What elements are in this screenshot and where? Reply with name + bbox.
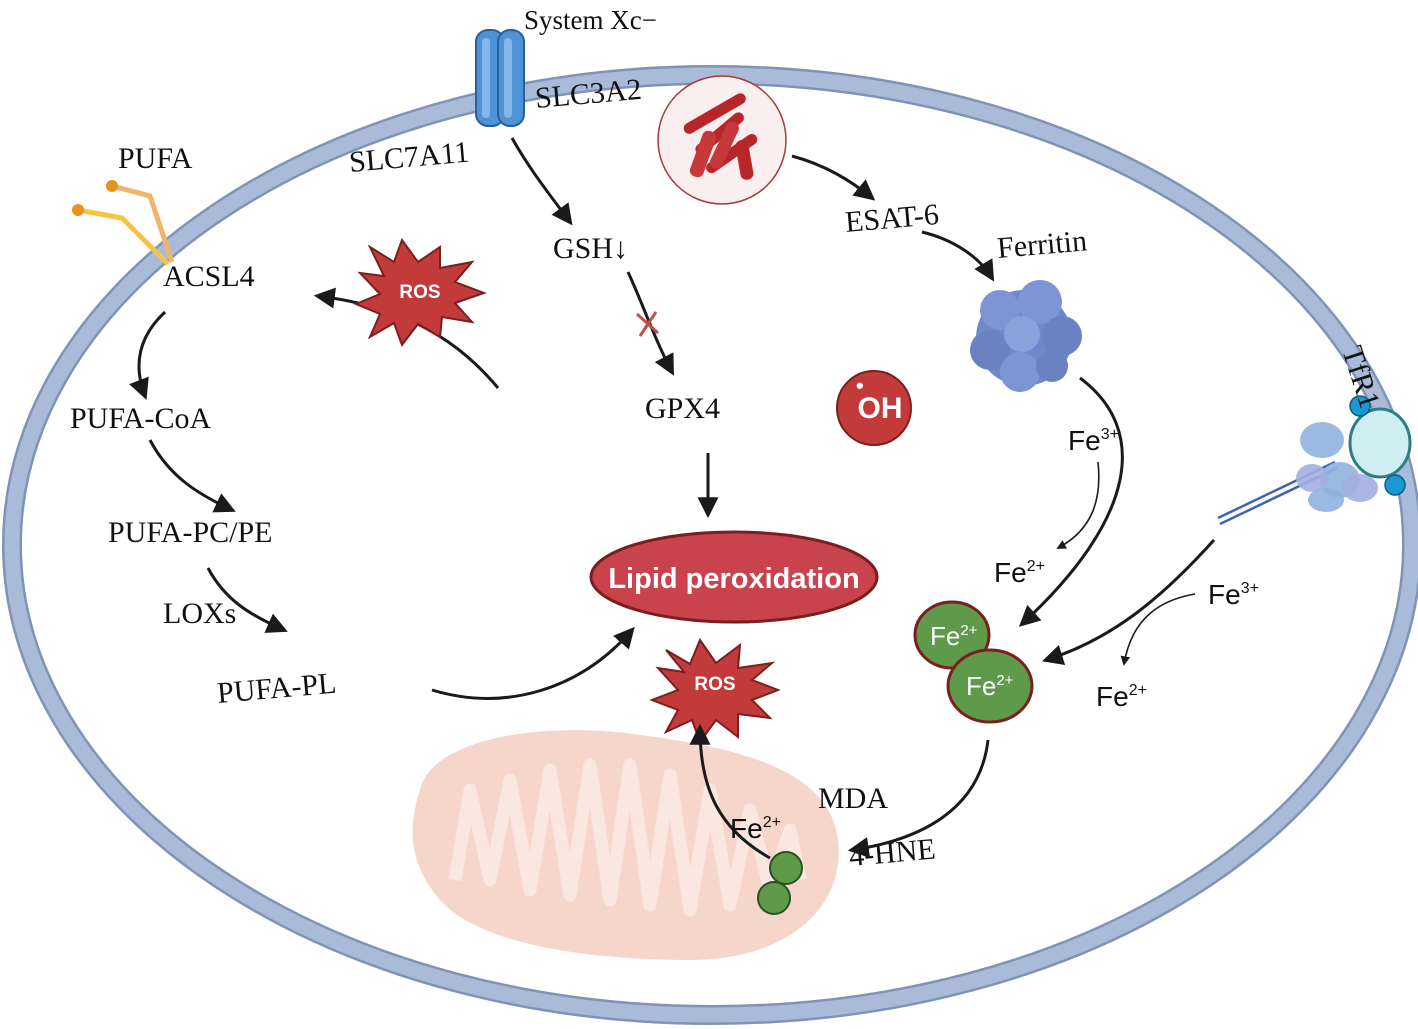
arrow-pufa-pc-pe-to-pufa-pl (206, 567, 288, 633)
fe2-pool-label-1: Fe2+ (930, 621, 978, 651)
fe3-ferritin-label: Fe3+ (1068, 425, 1119, 456)
system-xc-label: System Xc− (524, 5, 657, 35)
gsh-label: GSH↓ (553, 232, 628, 265)
arrow-tfr1-to-iron-pool (1041, 538, 1216, 666)
arrow-esat6-to-ferritin (921, 230, 995, 282)
hne-label: 4-HNE (848, 833, 937, 873)
mitochondria-icon (412, 730, 839, 960)
inhibition-cross-icon (635, 311, 660, 337)
transporter-icon (475, 29, 525, 127)
iron-ion-icon-mito (757, 851, 803, 915)
arrow-bacteria-to-esat6 (791, 154, 876, 201)
arrow-pufa-coa-to-pufa-pc-pe (148, 439, 236, 513)
arrow-acsl4-to-pufa-coa (129, 310, 167, 400)
arrow-iron-to-mda (847, 739, 990, 858)
fe2-pool-label-2: Fe2+ (966, 671, 1014, 701)
loxs-label: LOXs (163, 597, 236, 630)
gpx4-label: GPX4 (645, 392, 720, 425)
pufa-pc-pe-label: PUFA-PC/PE (108, 516, 273, 549)
arrow-fe3-to-fe2-ferritin (1056, 461, 1100, 549)
tfr1-label: TfR1 (1335, 342, 1386, 412)
ros-top-label: ROS (399, 282, 440, 303)
pufa-pl-label: PUFA-PL (216, 667, 338, 710)
arrow-pufa-pl-to-lipid-peroxidation (431, 626, 635, 700)
fe3-tfr1-label: Fe3+ (1208, 579, 1259, 610)
lipid-peroxidation-label: Lipid peroxidation (608, 563, 859, 595)
arrow-ferritin-to-fe2 (1018, 376, 1124, 627)
ferritin-label: Ferritin (996, 224, 1089, 265)
arrow-fe3-to-fe2-tfr1 (1120, 593, 1196, 666)
ros-star-icon-center (649, 637, 781, 745)
ros-star-icon (353, 237, 487, 348)
acsl4-label: ACSL4 (163, 260, 255, 293)
fe2-ferritin-label: Fe2+ (994, 557, 1045, 588)
arrow-mito-iron-to-ros (689, 723, 771, 860)
ferritin-icon (970, 280, 1082, 392)
iron-pool (913, 600, 1034, 724)
hydroxyl-radical-icon (836, 370, 912, 446)
mda-label: MDA (818, 782, 888, 815)
bacteria-icon (657, 75, 787, 205)
lipid-peroxidation-ellipse (589, 530, 879, 624)
cell-membrane (2, 65, 1418, 1025)
ros-center-label: ROS (694, 674, 735, 695)
oh-radical-label: OH (858, 392, 903, 425)
pufa-coa-label: PUFA-CoA (70, 402, 211, 435)
pufa-lipid-icon (72, 180, 175, 266)
tfr1-receptor-icon (1217, 395, 1412, 526)
arrow-slc7a11-to-gsh (510, 137, 573, 226)
fe2-tfr1-label: Fe2+ (1096, 681, 1147, 712)
fe-mito-label: Fe2+ (730, 813, 781, 844)
oh-dot: • (856, 373, 864, 398)
pufa-label: PUFA (118, 142, 193, 175)
